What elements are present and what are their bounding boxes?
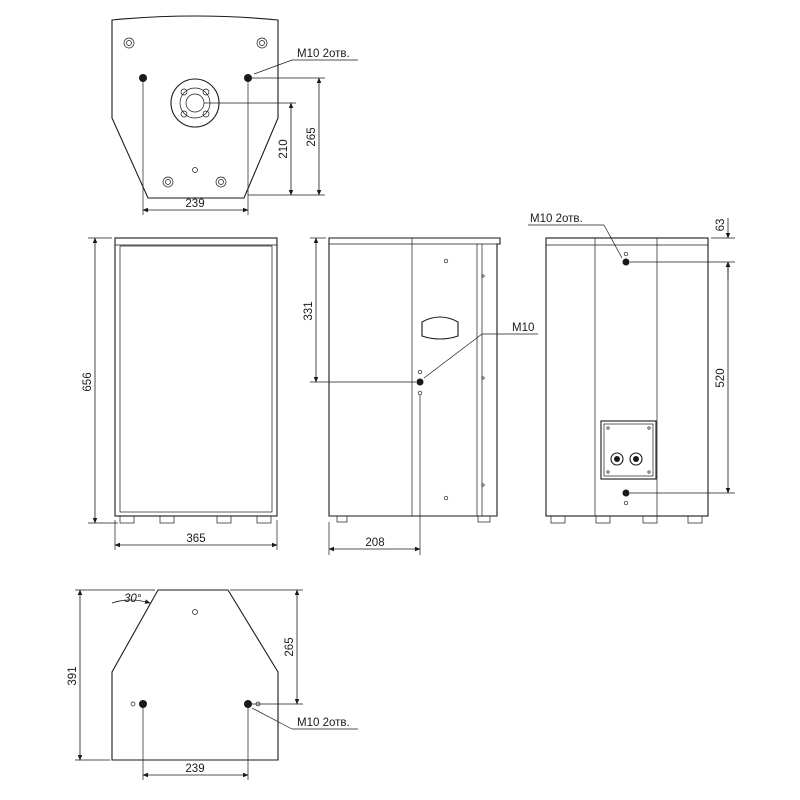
angle-label: 30° [124, 593, 142, 605]
corner-hole [256, 37, 268, 49]
small-hole [192, 609, 198, 615]
rear-cabinet [545, 237, 709, 517]
width-label: 239 [185, 198, 204, 210]
speakon-core [633, 456, 639, 462]
plate-screw [606, 470, 610, 474]
speakon-connector [610, 452, 624, 466]
speakon-core [614, 456, 620, 462]
plate-screw [647, 470, 651, 474]
pole-socket-core [185, 93, 205, 113]
foot [256, 515, 272, 524]
foot-hole [215, 176, 227, 188]
height-label: 331 [303, 301, 315, 320]
width-label: 239 [185, 763, 204, 775]
screw [481, 376, 485, 380]
socket-screw [202, 110, 210, 118]
screw [443, 258, 449, 264]
plate-screw [647, 426, 651, 430]
m10-point-small [417, 369, 423, 375]
foot [687, 515, 703, 524]
callout-label: M10 [512, 322, 534, 334]
foot-hole-inner [165, 179, 171, 185]
m10-point [416, 378, 424, 386]
rear-view: 63 520 M10 2отв. [528, 213, 735, 524]
height-label-inner: 210 [278, 139, 290, 158]
foot [336, 515, 348, 523]
m10-point-small [623, 251, 629, 257]
bottom-view: 391 265 239 30° M10 2отв. [67, 589, 358, 780]
depth-label: 208 [365, 537, 384, 549]
foot [642, 515, 658, 524]
width-label: 365 [186, 533, 205, 545]
callout-label: M10 2отв. [530, 213, 583, 225]
m10-point [622, 258, 630, 266]
m10-point [622, 489, 630, 497]
mount-hole-small [130, 701, 136, 707]
screw [481, 274, 485, 278]
bottom-view-outline [111, 589, 279, 761]
handle [421, 316, 459, 340]
mount-hole [244, 700, 252, 708]
corner-hole [123, 37, 135, 49]
foot [550, 515, 566, 524]
top-offset-label: 63 [715, 219, 727, 232]
foot [159, 515, 175, 524]
m10-point-small [417, 390, 423, 396]
foot-hole-inner [218, 179, 224, 185]
front-cabinet [114, 237, 278, 517]
front-grille [119, 245, 273, 513]
side-view: 331 208 M10 [303, 237, 538, 555]
side-cabinet [328, 237, 501, 517]
top-view-outline [111, 15, 279, 199]
speakon-connector [629, 452, 643, 466]
callout-leader [603, 224, 623, 259]
m10-point-small [623, 500, 629, 506]
small-hole [192, 167, 198, 173]
callout-leader [253, 59, 293, 75]
height-label: 520 [715, 368, 727, 387]
connector-plate [600, 420, 657, 480]
plate-screw [606, 426, 610, 430]
foot [119, 515, 135, 524]
inner-height-label: 265 [284, 637, 296, 656]
height-label: 391 [67, 666, 79, 685]
front-view: 656 365 [82, 237, 278, 550]
socket-screw [180, 88, 188, 96]
height-label-outer: 265 [306, 127, 318, 146]
socket-screw [202, 88, 210, 96]
height-label: 656 [82, 372, 94, 391]
callout-label: M10 2отв. [297, 48, 350, 60]
connector-plate-inner [603, 423, 654, 477]
callout-leader [423, 333, 483, 379]
callout-leader [251, 707, 293, 730]
corner-hole-inner [126, 40, 132, 46]
screw [481, 483, 485, 487]
socket-screw [180, 110, 188, 118]
mount-hole [139, 74, 147, 82]
top-view: 239 210 265 M10 2отв. [111, 15, 358, 215]
callout-label: M10 2отв. [297, 717, 350, 729]
foot-hole [162, 176, 174, 188]
foot [595, 515, 611, 524]
mount-hole [244, 74, 252, 82]
corner-hole-inner [259, 40, 265, 46]
screw [443, 495, 449, 501]
mount-hole [139, 700, 147, 708]
angle-arc [111, 599, 151, 604]
foot [216, 515, 232, 524]
foot [477, 515, 491, 523]
